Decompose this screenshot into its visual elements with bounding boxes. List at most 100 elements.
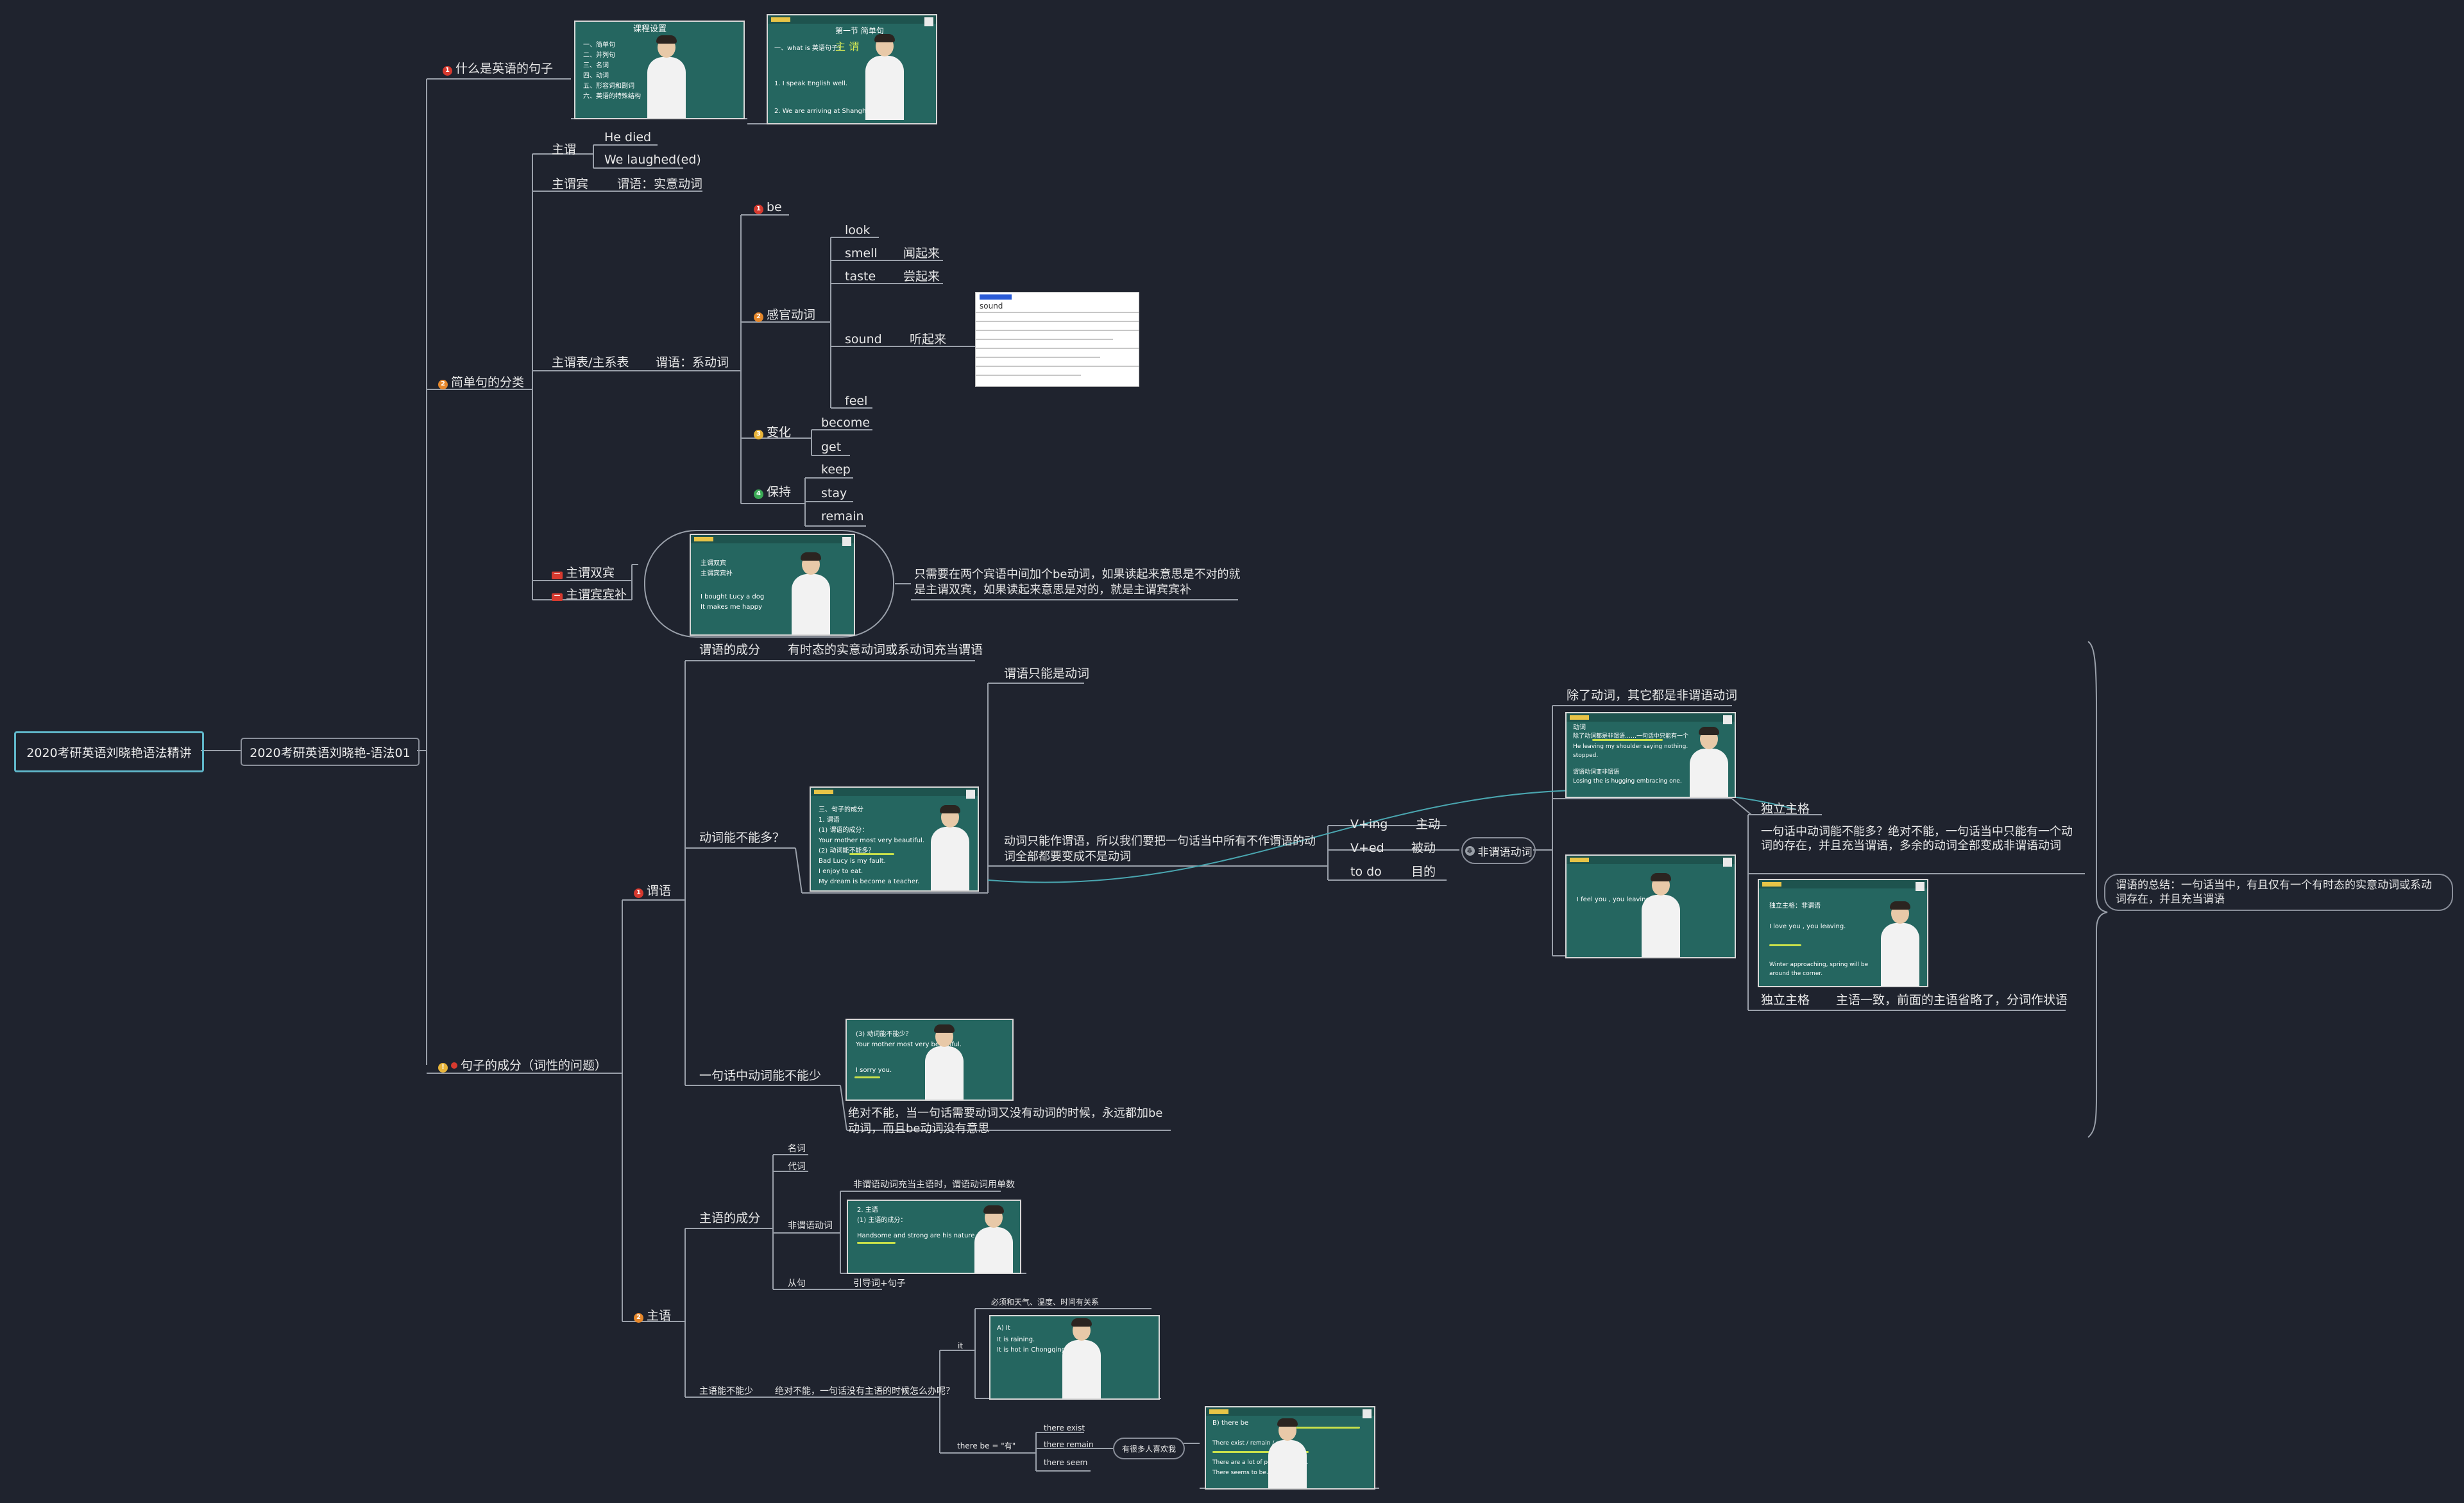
- node-v-ed-meaning[interactable]: 被动: [1411, 841, 1436, 855]
- course-slide-thumbnail[interactable]: 课程设置 一、简单句 二、并列句 三、名词 四、动词 五、形容词和副词 六、英语…: [574, 21, 745, 119]
- it-slide-thumbnail[interactable]: A) It It is raining. It is hot in Chongq…: [989, 1315, 1160, 1400]
- node-clause[interactable]: 从句: [788, 1278, 806, 1289]
- node-smell-meaning[interactable]: 闻起来: [903, 246, 940, 260]
- slide-line: A) It: [997, 1325, 1010, 1332]
- verb-missing-slide-thumbnail[interactable]: (3) 动词能不能少？ Your mother most very beauti…: [845, 1019, 1014, 1101]
- node-we-laughed[interactable]: We laughed(ed): [604, 153, 701, 167]
- node-feel[interactable]: feel: [845, 394, 868, 408]
- node-smell[interactable]: smell: [845, 246, 878, 260]
- non-predicate-slide-thumbnail[interactable]: 动词 除了动词都是非谓语……一句话中只能有一个 He leaving my sh…: [1565, 712, 1736, 798]
- node-look[interactable]: look: [845, 223, 871, 237]
- node-taste-meaning[interactable]: 尝起来: [903, 269, 940, 284]
- node-svo[interactable]: 主谓宾: [552, 177, 589, 191]
- node-subject-verb[interactable]: 主谓: [552, 142, 577, 157]
- slide-line: It is hot in Chongqing.: [997, 1346, 1068, 1354]
- node-get[interactable]: get: [821, 440, 842, 454]
- node-v-ing[interactable]: V+ing: [1350, 817, 1388, 831]
- node-can-verbs-be-many[interactable]: 动词能不能多？: [699, 831, 785, 845]
- ink-stroke: [1592, 739, 1663, 741]
- node-taste[interactable]: taste: [845, 269, 876, 284]
- node-absolute-construction-2-note[interactable]: 主语一致，前面的主语省略了，分词作状语: [1836, 993, 2068, 1007]
- predicate-slide-thumbnail[interactable]: 三、句子的成分 1. 谓语 (1) 谓语的成分： Your mother mos…: [810, 786, 979, 892]
- node-there-be[interactable]: there be = "有": [957, 1441, 1016, 1450]
- simple-sentence-slide-thumbnail[interactable]: 第一节 简单句 一、what is 英语句子？ 1. I speak Engli…: [767, 14, 937, 124]
- node-noun[interactable]: 名词: [788, 1144, 806, 1154]
- summary-predicate[interactable]: 谓语的总结：一句话当中，有且仅有一个有时态的实意动词或系动词存在，并且充当谓语: [2104, 874, 2453, 911]
- priority-2-icon: 2: [438, 379, 448, 389]
- double-object-slide-thumbnail[interactable]: 主谓双宾 主谓宾宾补 I bought Lucy a dog It makes …: [690, 534, 855, 636]
- node-sound[interactable]: sound: [845, 332, 882, 346]
- node-linking-verb-note[interactable]: 谓语：系动词: [656, 355, 729, 369]
- branch-label: 句子的成分（词性的问题）: [461, 1058, 608, 1073]
- node-it[interactable]: it: [958, 1341, 964, 1350]
- there-be-slide-thumbnail[interactable]: B) there be There exist / remain / seem …: [1205, 1406, 1375, 1490]
- slide-line: around the corner.: [1769, 971, 1823, 977]
- node-can-verbs-be-many-note[interactable]: 动词只能作谓语，所以我们要把一句话当中所有不作谓语的动词全部都要变成不是动词: [1004, 835, 1316, 863]
- node-predicate-only-verb[interactable]: 谓语只能是动词: [1004, 667, 1090, 681]
- slide-line: Your mother most very beautiful.: [819, 837, 925, 844]
- node-predicate-components[interactable]: 谓语的成分: [699, 643, 761, 657]
- slide-line: 2. We are arriving at Shanghai.: [774, 108, 874, 115]
- node-non-predicate-subject[interactable]: 非谓语动词: [788, 1221, 833, 1231]
- node-can-verbs-be-less[interactable]: 一句话中动词能不能少: [699, 1069, 822, 1083]
- node-absolute-construction-note[interactable]: 一句话中动词能不能多？绝对不能，一句话当中只能有一个动词的存在，并且充当谓语，多…: [1761, 825, 2073, 853]
- node-non-predicate-subject-note[interactable]: 非谓语动词充当主语时，谓语动词用单数: [853, 1180, 1015, 1190]
- slide-line: Handsome and strong are his nature.: [857, 1232, 977, 1239]
- subject-slide-thumbnail[interactable]: 2. 主语 (1) 主语的成分： Handsome and strong are…: [847, 1200, 1021, 1274]
- node-there-exist[interactable]: there exist: [1044, 1423, 1085, 1432]
- node-many-people-like-me[interactable]: 有很多人喜欢我: [1113, 1438, 1185, 1459]
- node-svo-note[interactable]: 谓语：实意动词: [617, 177, 703, 191]
- node-to-do[interactable]: to do: [1350, 865, 1382, 879]
- node-except-verbs[interactable]: 除了动词，其它都是非谓语动词: [1567, 688, 1738, 702]
- sub-topic[interactable]: 2020考研英语刘晓艳-语法01: [241, 738, 420, 766]
- absolute-construction-slide-thumbnail[interactable]: 独立主格：非谓语 I love you , you leaving. Winte…: [1758, 879, 1928, 987]
- node-v-ing-meaning[interactable]: 主动: [1416, 817, 1441, 831]
- node-can-verbs-be-less-note[interactable]: 绝对不能，当一句话需要动词又没有动词的时候，永远都加be动词，而且be动词没有意…: [848, 1107, 1163, 1135]
- slide-line: 四、动词: [583, 72, 609, 80]
- node-double-object-note[interactable]: 只需要在两个宾语中间加个be动词，如果读起来意思是不对的就是主谓双宾，如果读起来…: [914, 568, 1241, 597]
- node-can-subject-be-less-note[interactable]: 绝对不能，一句话没有主语的时候怎么办呢？: [775, 1386, 955, 1397]
- node-subject-components[interactable]: 主语的成分: [699, 1211, 761, 1225]
- slide-line: (1) 谓语的成分：: [819, 827, 869, 834]
- node-there-seem[interactable]: there seem: [1044, 1458, 1088, 1467]
- node-to-do-meaning[interactable]: 目的: [1411, 865, 1436, 879]
- slide-line: (3) 动词能不能少？: [856, 1031, 912, 1038]
- node-object-complement[interactable]: 一主谓宾宾补: [552, 589, 627, 601]
- node-there-remain[interactable]: there remain: [1044, 1440, 1094, 1449]
- qr-code-icon: [1723, 858, 1732, 867]
- node-absolute-construction[interactable]: 独立主格: [1761, 802, 1810, 816]
- node-sound-meaning[interactable]: 听起来: [910, 332, 947, 346]
- node-clause-note[interactable]: 引导词+句子: [853, 1278, 906, 1289]
- node-linking-verb[interactable]: 主谓表/主系表: [552, 355, 629, 369]
- dictionary-screenshot[interactable]: sound: [975, 292, 1139, 387]
- independent-clause-slide-thumbnail[interactable]: I feel you , you leaving.: [1565, 854, 1736, 958]
- node-become[interactable]: become: [821, 416, 871, 430]
- branch-sentence-components[interactable]: !句子的成分（词性的问题）: [438, 1060, 607, 1073]
- node-can-subject-be-less[interactable]: 主语能不能少: [699, 1386, 753, 1397]
- slide-line: 独立主格：非谓语: [1769, 903, 1821, 910]
- node-pronoun[interactable]: 代词: [788, 1162, 806, 1172]
- node-he-died[interactable]: He died: [604, 130, 652, 144]
- node-it-note[interactable]: 必须和天气、温度、时间有关系: [991, 1298, 1100, 1307]
- node-double-object[interactable]: 一主谓双宾: [552, 567, 615, 579]
- node-non-predicate-verbs[interactable]: 非非谓语动词: [1461, 837, 1536, 864]
- qr-code-icon: [1916, 882, 1924, 891]
- node-predicate-components-note[interactable]: 有时态的实意动词或系动词充当谓语: [788, 643, 983, 657]
- slide-line: (1) 主语的成分：: [857, 1217, 907, 1224]
- root-topic[interactable]: 2020考研英语刘晓艳语法精讲: [14, 731, 204, 772]
- node-stay[interactable]: stay: [821, 486, 847, 500]
- slide-line: He leaving my shoulder saying nothing.: [1573, 743, 1688, 750]
- node-absolute-construction-2[interactable]: 独立主格: [1761, 993, 1810, 1007]
- slide-ink-annotation: 主 谓: [835, 40, 860, 53]
- node-keep[interactable]: keep: [821, 463, 851, 477]
- node-remain[interactable]: remain: [821, 509, 864, 523]
- node-v-ed[interactable]: V+ed: [1350, 841, 1384, 855]
